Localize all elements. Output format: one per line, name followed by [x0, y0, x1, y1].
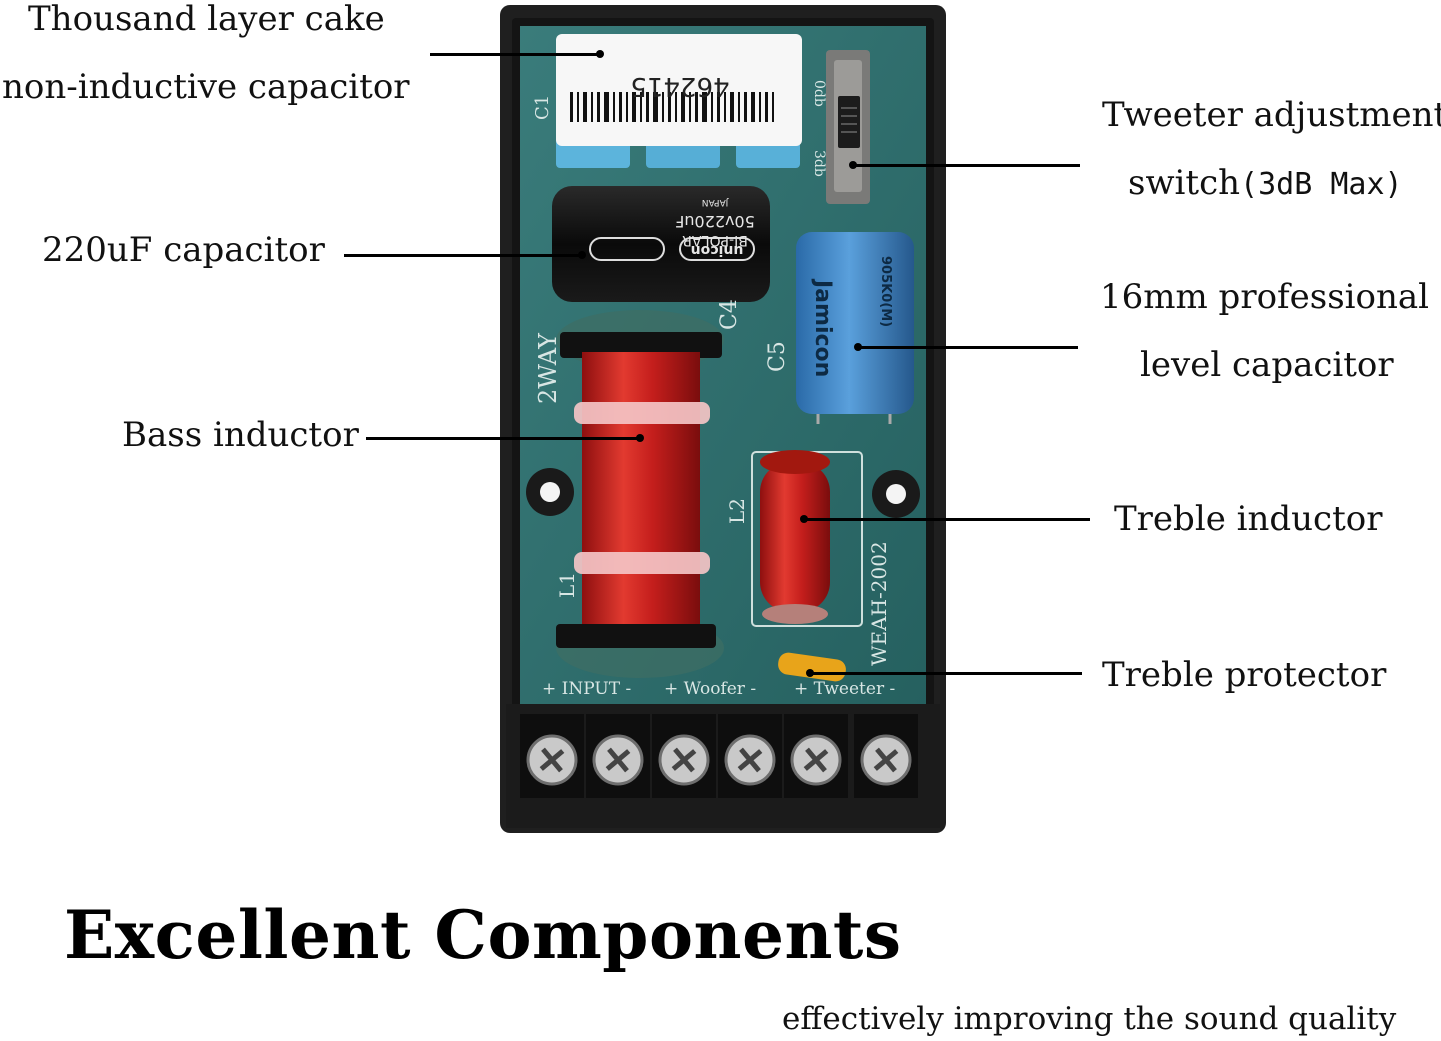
- label-l1: L1: [555, 572, 579, 598]
- label-c1: C1: [532, 95, 553, 120]
- leader-bass-inductor: [366, 437, 640, 440]
- elec-cap-origin: JAPAN: [702, 197, 729, 207]
- label-c4: C4: [717, 299, 742, 330]
- leader-treble-inductor: [804, 518, 1090, 521]
- leader-dot-220uf-capacitor: [578, 251, 586, 259]
- page-heading: Excellent Components: [64, 896, 902, 974]
- terminal-slot-b-6: [875, 747, 897, 773]
- blue-cap-brand: Jamicon: [810, 278, 835, 377]
- label-c5: C5: [765, 341, 790, 372]
- leader-dot-16mm-capacitor: [854, 343, 862, 351]
- callout-switch-line1: Tweeter adjustment: [1102, 95, 1441, 135]
- terminal-input-label: + INPUT -: [542, 679, 631, 699]
- callout-treble-inductor: Treble inductor: [1114, 499, 1383, 539]
- callout-switch-text: switch: [1128, 163, 1241, 203]
- electrolytic-capacitor: [552, 186, 770, 302]
- blue-cap-code: 905K0(M): [878, 256, 893, 327]
- leader-16mm-capacitor: [858, 346, 1078, 349]
- leader-dot-bass-inductor: [636, 434, 644, 442]
- callout-16mm-capacitor-line2: level capacitor: [1140, 345, 1394, 385]
- terminal-tweeter-label: + Tweeter -: [794, 679, 895, 699]
- leader-dot-treble-protector: [806, 669, 814, 677]
- callout-16mm-capacitor-line1: 16mm professional: [1100, 277, 1430, 317]
- callout-bass-inductor: Bass inductor: [122, 415, 359, 455]
- sticker: [556, 34, 802, 146]
- leader-dot-film-capacitor: [596, 50, 604, 58]
- barcode: [570, 92, 774, 122]
- terminal-slot-b-4: [739, 747, 761, 773]
- callout-treble-protector: Treble protector: [1102, 655, 1387, 695]
- elec-cap-brand: unicon: [691, 242, 744, 258]
- leader-film-capacitor: [430, 53, 600, 56]
- terminal-slot-b-2: [607, 747, 629, 773]
- label-l2: L2: [725, 498, 749, 524]
- terminal-slot-b-3: [673, 747, 695, 773]
- bass-inductor: [556, 310, 724, 678]
- label-3db: 3db: [811, 150, 827, 177]
- elec-cap-type: BI-POLAR: [682, 232, 748, 248]
- terminal-block: [506, 704, 940, 828]
- leader-dot-switch: [849, 161, 857, 169]
- leader-switch: [852, 164, 1080, 167]
- treble-inductor: [751, 450, 863, 627]
- page-subheading: effectively improving the sound quality: [782, 1001, 1397, 1037]
- leader-dot-treble-inductor: [800, 515, 808, 523]
- terminal-woofer-label: + Woofer -: [664, 679, 756, 699]
- leader-treble-protector: [810, 672, 1082, 675]
- tweeter-switch: [826, 50, 870, 204]
- callout-film-capacitor-line1: Thousand layer cake: [28, 0, 385, 39]
- leader-220uf-capacitor: [344, 254, 584, 257]
- blue-capacitor: [796, 232, 914, 424]
- board-model: WEAH-2002: [867, 541, 891, 666]
- label-0db: 0db: [811, 80, 827, 107]
- terminal-slot-b-1: [541, 747, 563, 773]
- callout-film-capacitor-line2: non-inductive capacitor: [2, 67, 410, 107]
- sticker-number: 462415: [630, 71, 729, 101]
- label-2way: 2WAY: [534, 332, 562, 404]
- callout-220uf-capacitor: 220uF capacitor: [42, 230, 325, 270]
- terminal-slot-b-5: [805, 747, 827, 773]
- elec-cap-rating: 50v220uF: [675, 212, 755, 231]
- callout-switch-paren: (3dB Max): [1240, 167, 1403, 202]
- callout-switch-line2: switch(3dB Max): [1128, 166, 1403, 200]
